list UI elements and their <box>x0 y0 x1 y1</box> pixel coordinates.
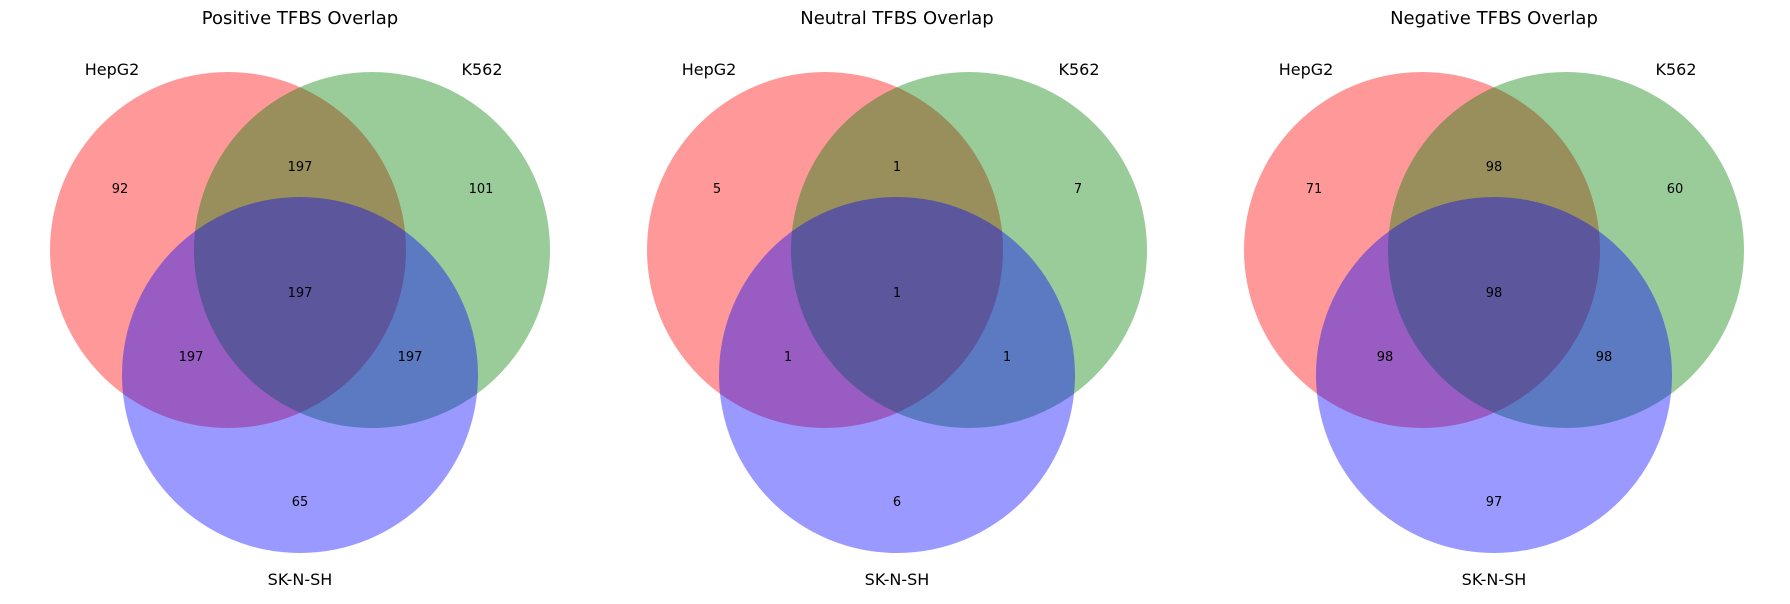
panel-title: Neutral TFBS Overlap <box>800 8 993 29</box>
panel-title: Negative TFBS Overlap <box>1390 8 1598 29</box>
set-circle-sk-n-sh <box>719 197 1075 553</box>
venn-panel-neutral: Neutral TFBS Overlap HepG2 K562 SK-N-SH … <box>647 8 1147 589</box>
region-count-k562-sk-n-sh: 197 <box>398 350 423 365</box>
set-label-sk-n-sh: SK-N-SH <box>1462 570 1527 589</box>
region-count-hepg2-k562: 197 <box>288 160 313 175</box>
set-label-hepg2: HepG2 <box>1279 60 1334 79</box>
set-label-hepg2: HepG2 <box>682 60 737 79</box>
region-count-sk-n-sh-only: 97 <box>1486 495 1503 510</box>
region-count-sk-n-sh-only: 6 <box>893 495 901 510</box>
region-count-all-three: 1 <box>893 286 901 301</box>
panel-title: Positive TFBS Overlap <box>202 8 398 29</box>
region-count-hepg2-sk-n-sh: 1 <box>784 350 792 365</box>
region-count-k562-sk-n-sh: 98 <box>1596 350 1613 365</box>
region-count-all-three: 197 <box>288 286 313 301</box>
set-label-k562: K562 <box>461 60 502 79</box>
region-count-hepg2-sk-n-sh: 197 <box>179 350 204 365</box>
set-circle-hepg2 <box>647 72 1003 428</box>
region-count-k562-only: 7 <box>1074 182 1082 197</box>
region-count-k562-only: 101 <box>469 182 494 197</box>
region-count-k562-only: 60 <box>1667 182 1684 197</box>
region-count-all-three: 98 <box>1486 286 1503 301</box>
set-circle-sk-n-sh <box>122 197 478 553</box>
set-circle-k562 <box>194 72 550 428</box>
region-count-sk-n-sh-only: 65 <box>292 495 309 510</box>
region-count-k562-sk-n-sh: 1 <box>1003 350 1011 365</box>
set-label-k562: K562 <box>1655 60 1696 79</box>
set-circle-k562 <box>1388 72 1744 428</box>
set-circle-hepg2 <box>1244 72 1600 428</box>
set-circle-sk-n-sh <box>1316 197 1672 553</box>
venn-panel-negative: Negative TFBS Overlap HepG2 K562 SK-N-SH… <box>1244 8 1744 589</box>
set-label-hepg2: HepG2 <box>85 60 140 79</box>
set-circle-hepg2 <box>50 72 406 428</box>
region-count-hepg2-k562: 98 <box>1486 160 1503 175</box>
set-label-sk-n-sh: SK-N-SH <box>865 570 930 589</box>
set-label-sk-n-sh: SK-N-SH <box>268 570 333 589</box>
venn-panel-positive: Positive TFBS Overlap HepG2 K562 SK-N-SH… <box>50 8 550 589</box>
set-label-k562: K562 <box>1058 60 1099 79</box>
region-count-hepg2-only: 71 <box>1306 182 1323 197</box>
region-count-hepg2-sk-n-sh: 98 <box>1377 350 1394 365</box>
set-circle-k562 <box>791 72 1147 428</box>
region-count-hepg2-k562: 1 <box>893 160 901 175</box>
region-count-hepg2-only: 92 <box>112 182 129 197</box>
region-count-hepg2-only: 5 <box>713 182 721 197</box>
